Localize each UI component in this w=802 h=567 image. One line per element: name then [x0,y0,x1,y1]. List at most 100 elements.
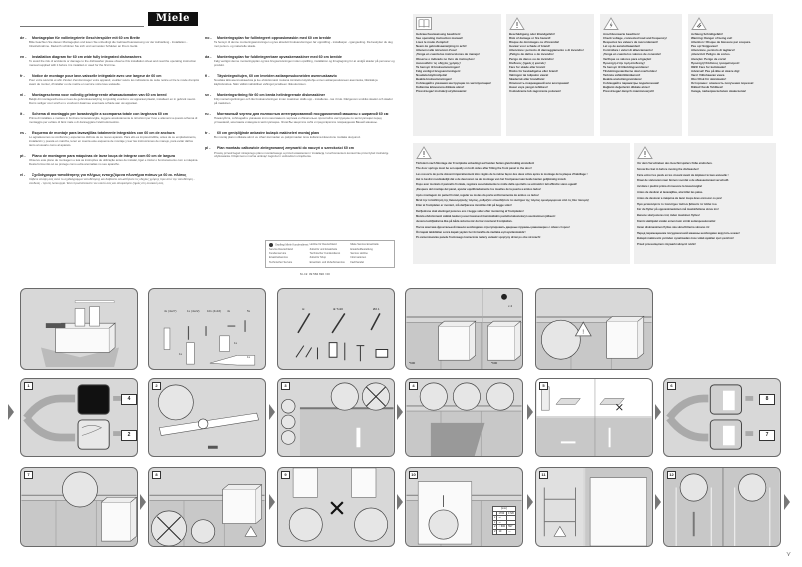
language-code: da - [205,55,212,59]
step-number: 12 [667,471,676,479]
step-11-panel: 11 [535,467,653,547]
section-heading: pl -Plan montażu całkowicie zintegrowane… [205,146,395,150]
tool-label: Ø2.1 [373,307,380,311]
step-7-panel: 7 [20,467,138,547]
language-code: it - [20,112,25,116]
warning-line: Przestrzegać instrukcji użytkowania! [416,89,467,94]
notice-line: Informationen [350,256,391,260]
warning-icon [509,17,591,30]
instruction-line: Dopo aver montato il pannello frontale, … [416,183,577,187]
tool-label: ⊕ Tx20 [333,307,343,311]
table-cell: 10 [496,529,508,535]
illustration-drawing [295,312,389,362]
language-section-no: no -Monteringsplan for fullintegrert opp… [205,36,395,49]
next-step-arrow-icon [269,494,275,510]
illustration-drawing [536,379,652,456]
electric-hazard-icon [603,17,679,30]
intro-column-left: de -Montageplan für vollintegrierte Gesc… [20,36,200,192]
illustration-drawing [163,320,256,366]
warning-line: Опасность повреждений или возгорания! [509,81,570,86]
instruction-line: Após montagem do painel frontal, regular… [416,193,539,197]
notice-line: Hotline für Deutschland [310,243,351,248]
warning-line: Hasar veya yangın tehlikesi! [509,85,548,90]
illustration-drawing [23,384,121,450]
section-body: Følg venligst denne monteringsplan og læ… [214,59,395,68]
language-code: de - [20,36,27,40]
instruction-line: Przed przesunięciem zmywarki wkręcić nóż… [637,243,696,247]
dimension-label: x 4 [508,304,513,308]
section-title: Plano de montagem para máquinas de lavar… [32,153,175,158]
notice-text: Ersatzteilbestellung [350,247,373,251]
notice-text: Technischer Service [269,260,293,264]
warning-line: Κίνδυνος ζημιάς ή φωτιάς! [509,60,546,65]
part-quantity-label: 1x [179,352,183,356]
section-title: Schema di montaggio per lavastoviglie a … [32,112,169,116]
notice-line: Technischer Service [269,261,310,265]
notice-text: Zubehör Shop [309,256,327,260]
warning-line: Varo! Viiltohaavan vaara [691,72,725,77]
step-3-panel: 3 [277,378,395,457]
warning-line: Attention ! Risque de blessure par coupu… [691,40,752,45]
illustration-drawing [666,384,754,450]
warning-line: Verifique os valores para a ligação! [603,56,652,61]
notice-text: Kundenservice [269,252,287,256]
step-8-panel: 8 [148,467,266,547]
part-quantity-label: 10x (4x16) [207,309,222,313]
warning-box: Gebrauchsanweisung beachten!See operatin… [413,14,501,136]
warning-line: Vahingon tai tulipalon vaara! [509,72,549,77]
warning-line: Uszkodzenie lub zagrożenie pożarem! [509,89,562,94]
instruction-line: Muista ehdottomasti säätää luukun jouset… [416,214,556,218]
instruction-line: Screw the feet in before moving the dish… [637,167,699,171]
next-step-arrow-icon [269,404,275,420]
instruction-line: Türfedern nach Montage der Frontplatte u… [416,162,535,165]
table-cell: — [506,529,516,535]
section-heading: tr -60 cm genişliğinde ankastre bulaşık … [205,131,395,135]
goto-step-4-box: 4 [121,394,137,405]
warning-line: Gebrauchsanweisung beachten! [416,32,461,36]
warning-line: Tilslutningsværdierne skal overholdes! [603,68,657,73]
section-body: Bekijk dit montageschema en lees de gebr… [29,97,196,106]
goto-step-8-box: 8 [759,394,775,405]
section-title: Notice de montage pour lave-vaisselle in… [32,74,162,78]
instruction-line: Justera luckfjädrarna lika på båda sidor… [416,220,513,224]
notice-text: Hotline für Deutschland [309,243,337,246]
warning-line: Risque de dommages ou d'incendie! [509,40,560,45]
section-heading: da -Monteringsplan for fuldintegrerbare … [205,55,395,59]
illustration-drawing [664,468,780,546]
section-heading: pt -Plano de montagem para máquinas de l… [20,154,200,158]
divider [20,26,144,27]
illustration-drawing [406,289,522,369]
instruction-line: Draai de stelvoeten naar binnen voordat … [637,179,729,183]
warning-line: Neem de gebruiksaanwijzing in acht! [416,44,467,49]
intro-column-middle: no -Monteringsplan for fullintegrert opp… [205,36,395,165]
instruction-line: Ön kapak takıldıktan sonra kapak yayları… [416,230,526,234]
notice-line: Zubehör und Ersatzteile [310,248,351,252]
notice-text: Technischer Kundendienst [309,252,341,256]
part-quantity-label: 4x (4x27) [164,309,177,313]
goto-step-7-box: 7 [759,430,775,441]
instruction-line: Po zamontowaniu panelu frontowego koniec… [416,236,541,240]
section-title: Esquema de montaje para lavavajillas tot… [32,131,175,135]
cut-hazard-icon [691,17,770,30]
section-title: Täysintegroitujen, 60 cm leveiden astian… [217,74,337,78]
warning-line: Obs! Risk för skärskador! [691,77,727,82]
language-code: es - [20,131,27,135]
notice-line: Gepflegt Miele Kundendienst [269,243,310,248]
step-12-panel: 12 [663,467,781,547]
section-heading: fr -Notice de montage pour lave-vaissell… [20,74,200,78]
instruction-line: Antes de deslocar a máquina de lavar lou… [637,196,722,200]
language-code: fi - [205,74,210,78]
warning-line: Ακολουθείτε τις οδηγίες χρήσης! [416,60,461,65]
warning-line: Gevaar voor schade of brand! [509,44,550,49]
step-9-panel: 9 [277,467,395,547]
step-number: 11 [539,471,548,479]
section-body: Bitte beachten Sie diesen Montageplan un… [29,40,188,49]
svg-text:!: ! [582,329,584,336]
section-heading: el -Σχεδιάγραμμα τοποθέτησης για πλήρως … [20,173,200,177]
language-code: tr - [205,131,210,135]
step-2-panel: 2 [148,378,266,457]
